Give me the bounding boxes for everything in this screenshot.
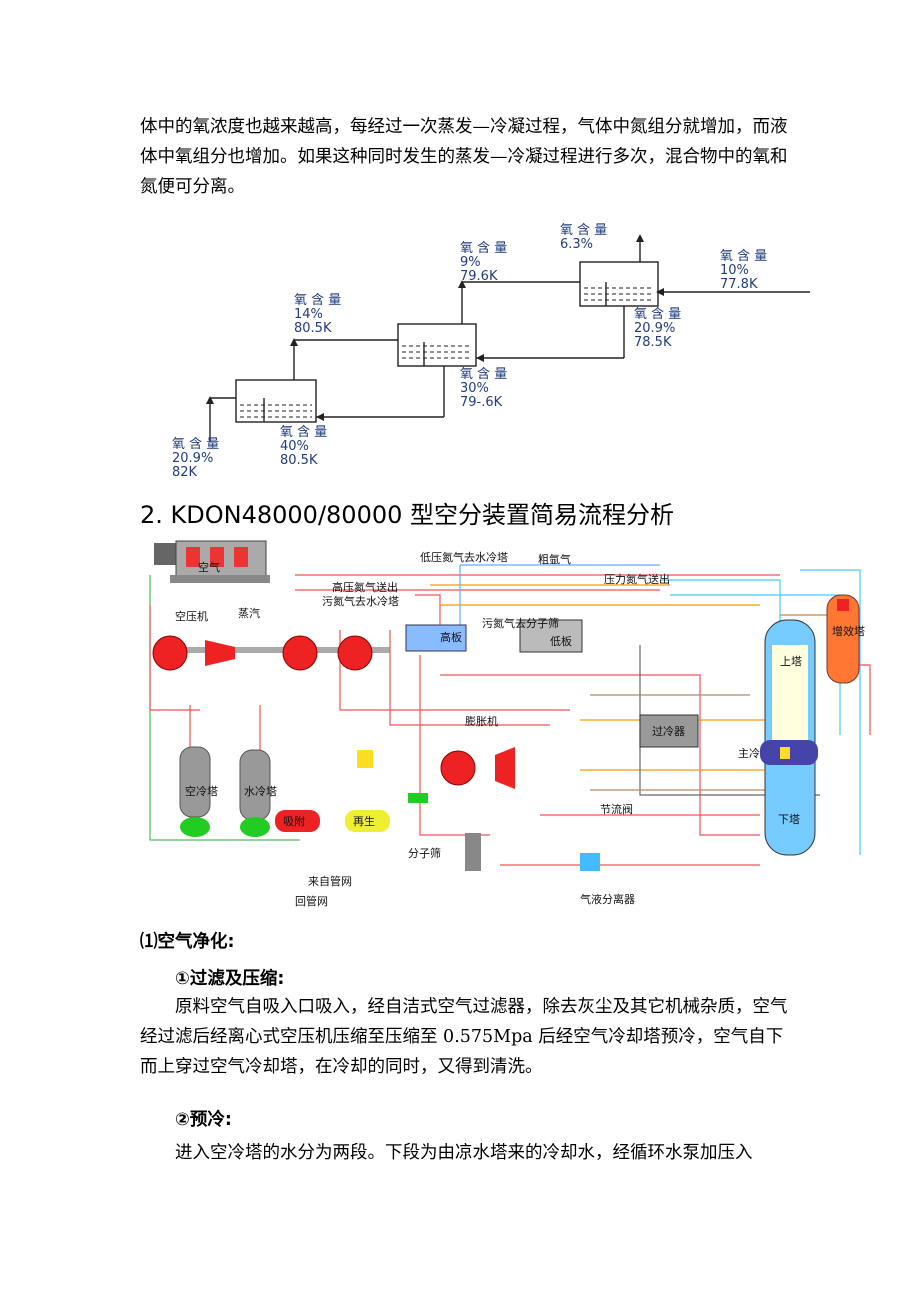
stage1-box	[235, 379, 317, 423]
process-flow-diagram: 空气 空压机 蒸汽 低压氮气去水冷塔 粗氩气 高压氮气送出 污氮气去水冷塔 压力…	[149, 540, 871, 908]
stage3-in-label-0: 氧 含 量	[460, 240, 507, 256]
stage2-in-label-2: 80.5K	[294, 321, 332, 336]
section-heading: 2. KDON48000/80000 型空分装置简易流程分析	[140, 501, 674, 529]
label-air: 空气	[198, 560, 220, 574]
stage2-liq-label-0: 氧 含 量	[460, 366, 507, 382]
bottom-in-label-2: 82K	[172, 465, 198, 480]
label-air-cooling-tower: 空冷塔	[185, 784, 218, 798]
stage3-liq-label-2: 78.5K	[634, 335, 672, 350]
right-in-label-1: 10%	[720, 263, 749, 278]
right-in-label-2: 77.8K	[720, 277, 758, 292]
bottom-in-label-0: 氧 含 量	[172, 436, 219, 452]
label-subcooler: 过冷器	[652, 725, 685, 738]
stage2-in-label-1: 14%	[294, 307, 323, 322]
label-water-cooling-tower: 水冷塔	[244, 785, 277, 798]
label-high-plate: 高板	[440, 630, 462, 644]
air-cooling-tower-shape	[179, 746, 211, 837]
top-out-label-0: 氧 含 量	[560, 222, 607, 238]
stage3-box	[579, 261, 659, 307]
air-filter-unit	[154, 540, 270, 583]
stage2-liq-label-1: 30%	[460, 381, 489, 396]
label-dirty-nitrogen: 污氮气去水冷塔	[322, 594, 399, 608]
stage3-liq-label-0: 氧 含 量	[634, 306, 681, 322]
label-crude-argon: 粗氩气	[538, 552, 571, 566]
label-hp-nitrogen: 高压氮气送出	[332, 580, 398, 594]
label-from-pipe: 来自管网	[308, 874, 352, 888]
stage1-liq-label-0: 氧 含 量	[280, 424, 327, 440]
label-regen: 再生	[353, 814, 375, 828]
label-compressor: 空压机	[175, 609, 208, 623]
label-lower-tower: 下塔	[778, 813, 800, 826]
stage1-liq-label-1: 40%	[280, 439, 309, 454]
label-upper-tower: 上塔	[780, 655, 802, 668]
stage3-liq-label-1: 20.9%	[634, 321, 675, 336]
paragraph-filter-compress: 原料空气自吸入口吸入，经自洁式空气过滤器，除去灰尘及其它机械杂质，空气经过滤后经…	[140, 997, 788, 1077]
stage1-liq-label-2: 80.5K	[280, 453, 318, 468]
intro-paragraph: 体中的氧浓度也越来越高，每经过一次蒸发—冷凝过程，气体中氮组分就增加，而液体中氧…	[140, 117, 788, 197]
label-expander: 膨胀机	[465, 714, 498, 728]
subheading-filter-compress: ①过滤及压缩:	[175, 969, 285, 989]
stage3-in-label-2: 79.6K	[460, 269, 498, 284]
label-gas-liquid-sep: 气液分离器	[580, 892, 635, 906]
right-in-label-0: 氧 含 量	[720, 248, 767, 264]
water-cooling-tower-shape	[239, 749, 271, 837]
label-main-cooler: 主冷	[738, 747, 760, 760]
subheading-air-purification: ⑴空气净化:	[140, 932, 235, 952]
label-lp-nitrogen: 低压氮气去水冷塔	[420, 550, 508, 564]
label-return-pipe: 回管网	[295, 894, 328, 908]
stage2-box	[397, 323, 477, 367]
stage2-in-label-0: 氧 含 量	[294, 292, 341, 308]
evaporation-condensation-diagram: 氧 含 量 6.3% 氧 含 量 10% 77.8K 氧 含 量 9% 79.6…	[172, 222, 810, 480]
label-adsorb: 吸附	[283, 814, 305, 828]
label-throttle: 节流阀	[600, 802, 633, 816]
label-dirty-nitrogen-mol: 污氮气去分子筛	[482, 616, 559, 630]
label-pressure-nitrogen: 压力氮气送出	[604, 572, 670, 586]
subheading-precool: ②预冷:	[175, 1110, 232, 1130]
bottom-in-label-1: 20.9%	[172, 451, 213, 466]
paragraph-precool: 进入空冷塔的水分为两段。下段为由凉水塔来的冷却水，经循环水泵加压入	[175, 1143, 753, 1163]
stage2-liq-label-2: 79-.6K	[460, 395, 503, 410]
label-mol-sieve: 分子筛	[408, 846, 441, 860]
label-booster-tower: 增效塔	[832, 624, 865, 638]
top-out-label-1: 6.3%	[560, 237, 593, 252]
label-low-plate: 低板	[550, 634, 572, 648]
stage3-in-label-1: 9%	[460, 255, 481, 270]
label-steam: 蒸汽	[238, 606, 260, 620]
